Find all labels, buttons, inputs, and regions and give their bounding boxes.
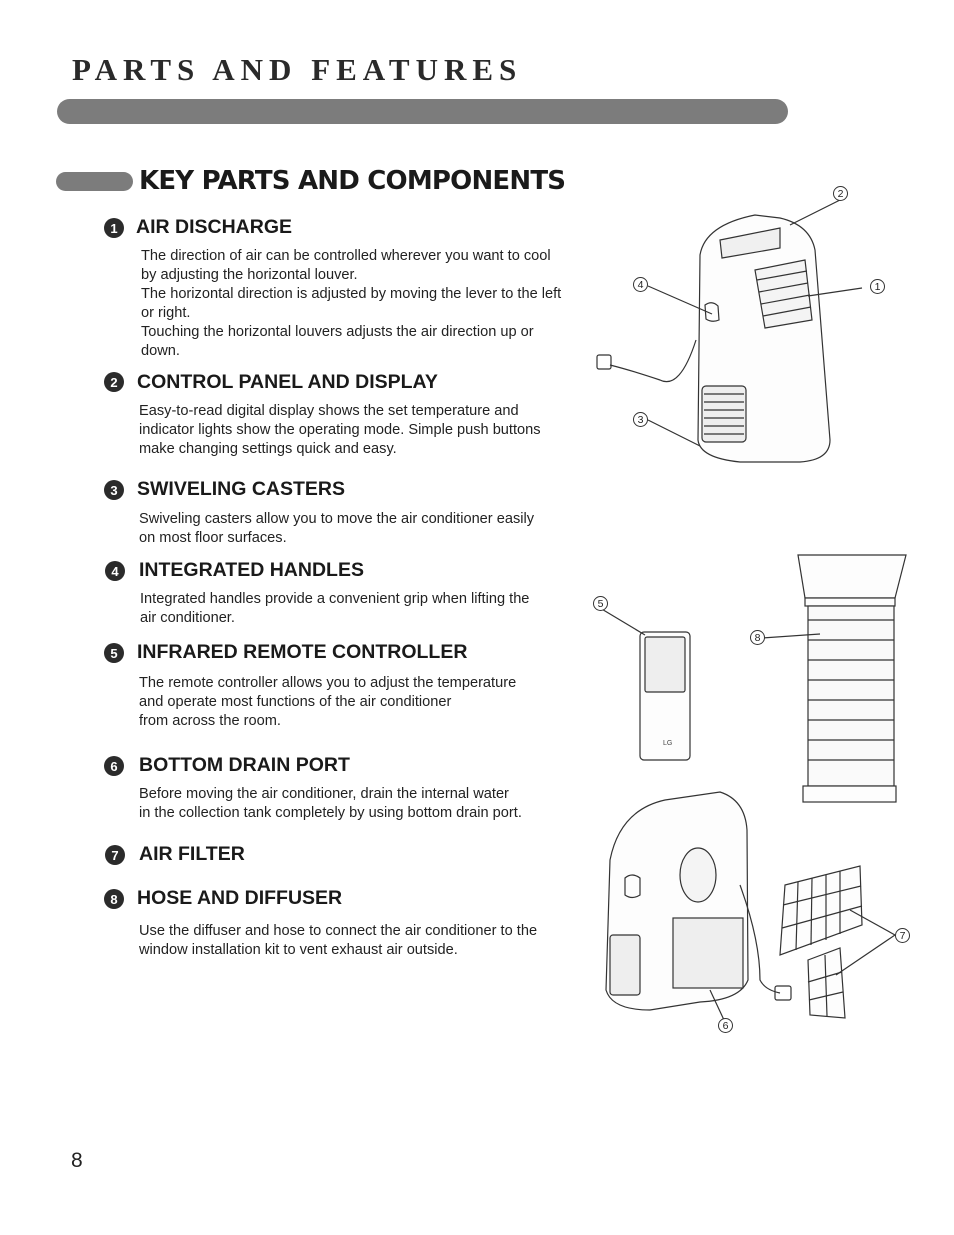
callout-1: 1 xyxy=(870,279,885,294)
item-body: Use the diffuser and hose to connect the… xyxy=(139,923,538,958)
number-badge: 3 xyxy=(104,480,124,500)
item-body: Easy-to-read digital display shows the s… xyxy=(139,403,541,457)
hose-diffuser-illustration xyxy=(761,554,907,803)
callout-4: 4 xyxy=(633,277,648,292)
number-badge: 5 xyxy=(104,643,124,663)
callout-6: 6 xyxy=(718,1018,733,1033)
item-heading: SWIVELING CASTERS xyxy=(137,478,346,500)
air-conditioner-front-illustration xyxy=(596,199,863,463)
item-heading: BOTTOM DRAIN PORT xyxy=(139,754,350,776)
item-heading: INTEGRATED HANDLES xyxy=(139,559,364,581)
title-divider-bar xyxy=(57,99,788,124)
item-body: The direction of air can be controlled w… xyxy=(141,248,562,359)
air-filter-illustration xyxy=(779,865,896,1019)
number-badge: 4 xyxy=(105,561,125,581)
number-badge: 2 xyxy=(104,372,124,392)
air-conditioner-back-illustration xyxy=(605,791,792,1021)
item-body: The remote controller allows you to adju… xyxy=(139,675,517,729)
section-marker-pill xyxy=(56,172,133,191)
remote-controller-illustration xyxy=(599,607,691,761)
item-heading: AIR FILTER xyxy=(139,843,245,865)
number-badge: 8 xyxy=(104,889,124,909)
callout-8: 8 xyxy=(750,630,765,645)
number-badge: 6 xyxy=(104,756,124,776)
item-heading: CONTROL PANEL AND DISPLAY xyxy=(137,371,438,393)
item-body: Swiveling casters allow you to move the … xyxy=(139,511,535,546)
callout-7: 7 xyxy=(895,928,910,943)
item-heading: HOSE AND DIFFUSER xyxy=(137,887,343,909)
number-badge: 1 xyxy=(104,218,124,238)
item-heading: AIR DISCHARGE xyxy=(136,216,293,238)
item-heading: INFRARED REMOTE CONTROLLER xyxy=(137,641,468,663)
callout-2: 2 xyxy=(833,186,848,201)
number-badge: 7 xyxy=(105,845,125,865)
item-body: Before moving the air conditioner, drain… xyxy=(139,786,522,821)
item-body: Integrated handles provide a convenient … xyxy=(140,591,530,626)
remote-brand-label: LG xyxy=(663,740,672,747)
page-number: 8 xyxy=(71,1149,83,1172)
section-title: KEY PARTS AND COMPONENTS xyxy=(139,166,566,196)
page-title: PARTS AND FEATURES xyxy=(72,52,523,87)
callout-3: 3 xyxy=(633,412,648,427)
callout-5: 5 xyxy=(593,596,608,611)
